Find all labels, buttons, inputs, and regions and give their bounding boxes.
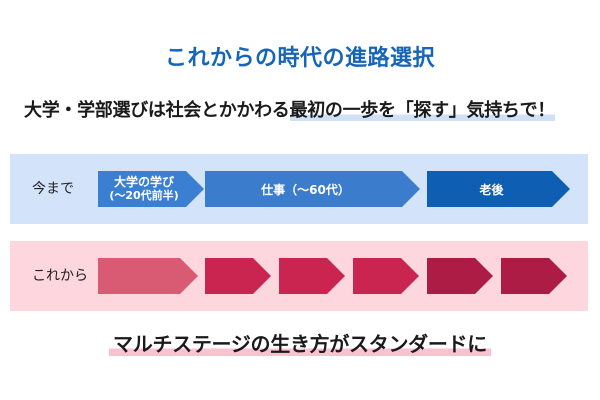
stage-sublabel: (〜20代前半) (109, 189, 179, 202)
subtitle-highlighted: 最初の一歩を「探す」気持ちで！ (289, 100, 555, 121)
stage-label: 仕事（〜60代） (261, 182, 350, 197)
stage-label: 老後 (479, 182, 504, 197)
future-label: これから (32, 268, 88, 284)
page-title: これからの時代の進路選択 (164, 46, 435, 71)
past-timeline-panel: 今まで 大学の学び (〜20代前半) 仕事（〜60代） 老後 (10, 154, 588, 224)
multistage-arrow (279, 258, 345, 294)
subtitle-plain: 大学・学部選びは社会とかかわる (24, 100, 290, 121)
multistage-arrow (501, 258, 567, 294)
subtitle: 大学・学部選びは社会とかかわる最初の一歩を「探す」気持ちで！ (24, 96, 555, 122)
stage-arrow-work: 仕事（〜60代） (205, 171, 420, 207)
multistage-arrow (427, 258, 493, 294)
footer-text: マルチステージの生き方がスタンダードに (109, 332, 491, 356)
footer-message: マルチステージの生き方がスタンダードに (0, 328, 600, 357)
stage-arrow-retirement: 老後 (427, 171, 570, 207)
multistage-arrow (353, 258, 419, 294)
multistage-arrow (205, 258, 271, 294)
future-timeline-panel: これから (10, 241, 588, 311)
past-label: 今まで (32, 181, 74, 197)
stage-arrow-university: 大学の学び (〜20代前半) (98, 171, 204, 207)
stage-label: 大学の学び (113, 175, 174, 189)
multistage-arrow (98, 258, 198, 294)
